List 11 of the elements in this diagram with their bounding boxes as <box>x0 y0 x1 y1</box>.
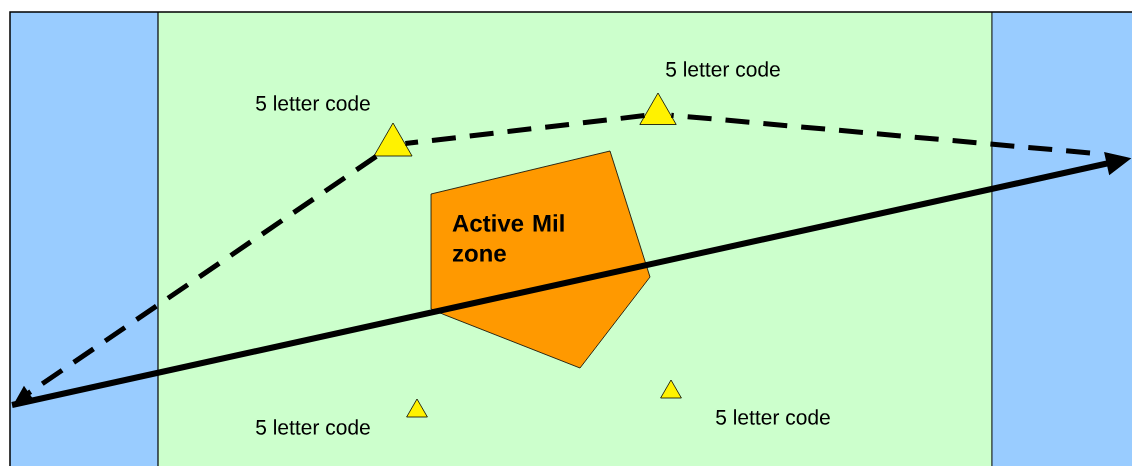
restricted-zone: Active Mil zone <box>430 150 651 369</box>
waypoint-triangle <box>660 379 682 399</box>
waypoint-label: 5 letter code <box>256 419 370 435</box>
route-line <box>671 112 1091 156</box>
waypoint-label: 5 letter code <box>256 95 370 111</box>
waypoint-label: 5 letter code <box>716 409 830 425</box>
waypoint-triangle <box>406 398 428 418</box>
waypoint-triangle <box>639 92 677 125</box>
route-line <box>405 113 645 147</box>
waypoint-triangle <box>373 122 413 157</box>
waypoint-label: 5 letter code <box>666 61 780 77</box>
